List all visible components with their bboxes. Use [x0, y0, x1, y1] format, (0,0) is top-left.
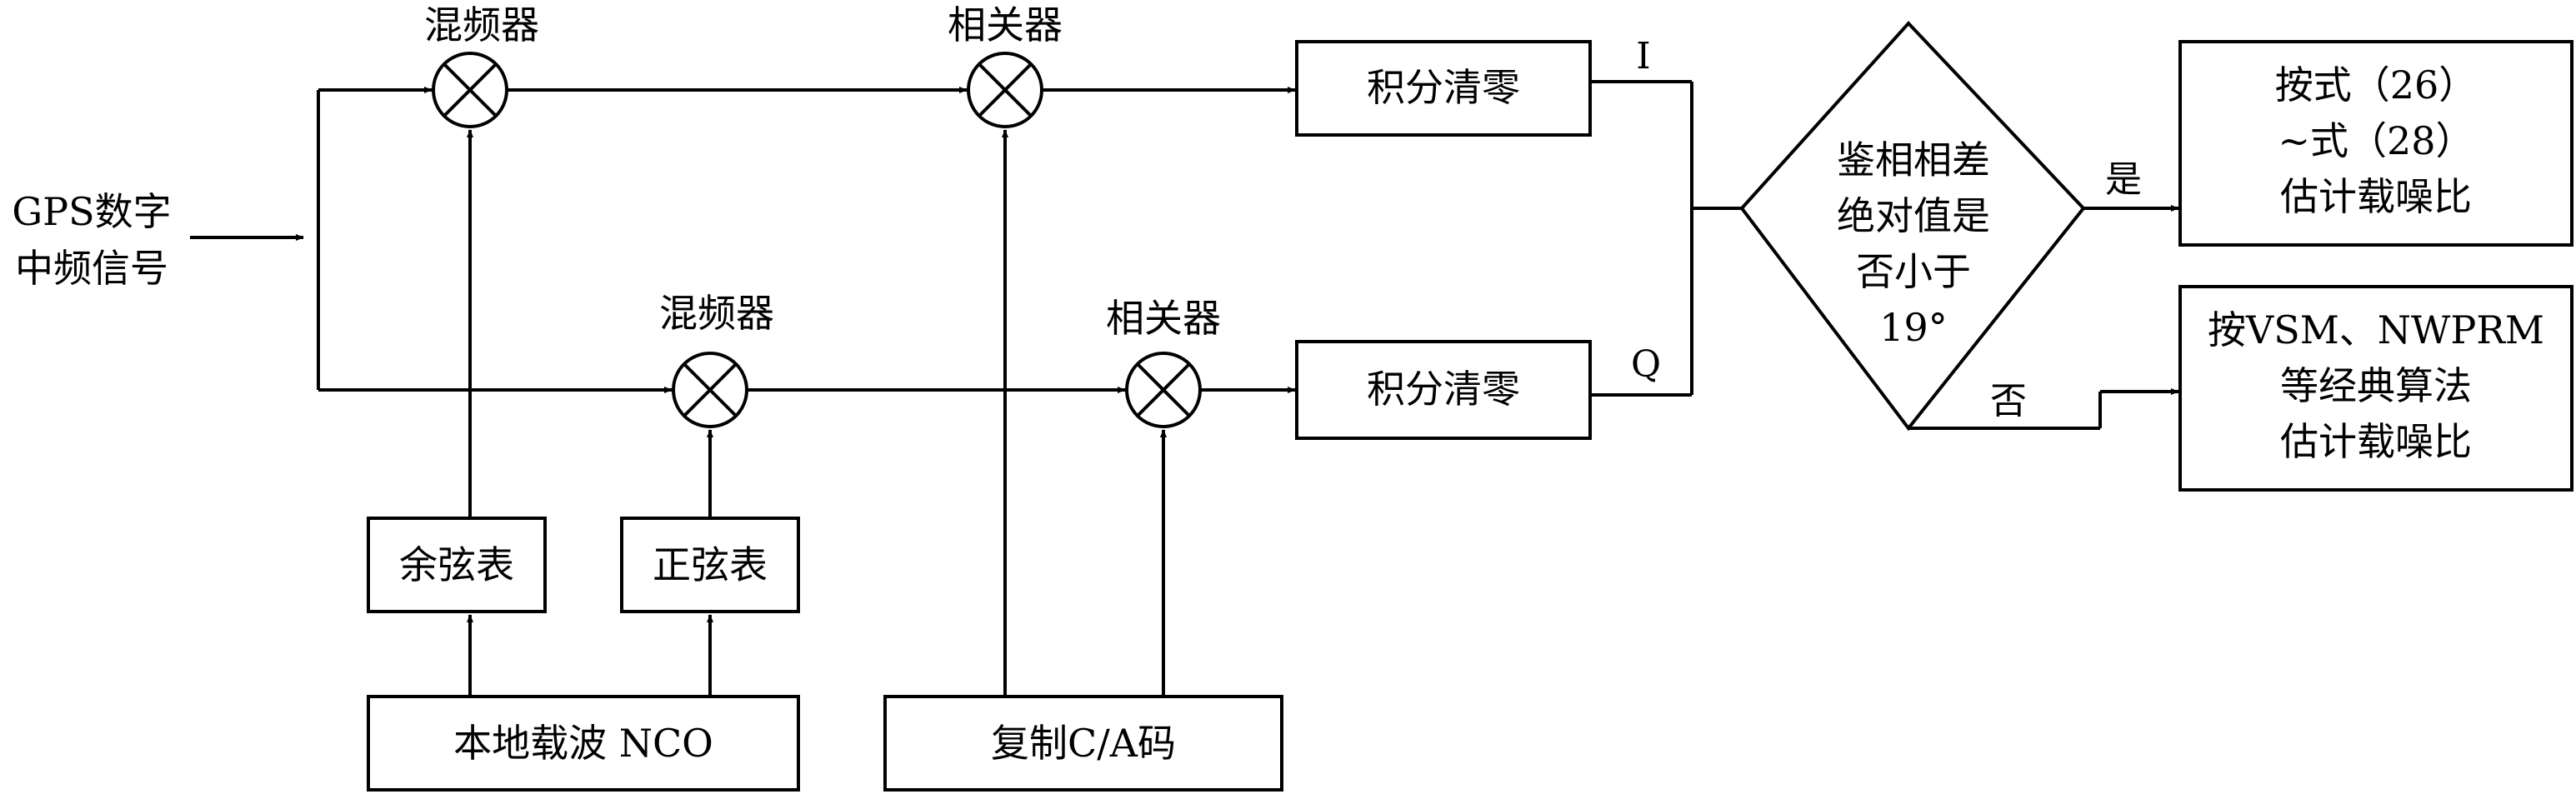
- result-no-line3: 估计载噪比: [2280, 419, 2472, 464]
- input-signal-label-line1: GPS数字: [12, 189, 171, 234]
- result-yes-box: [2178, 40, 2573, 247]
- sine-table-label: 正弦表: [653, 542, 768, 587]
- local-carrier-nco: 本地载波 NCO: [367, 695, 800, 792]
- correlator-top-label: 相关器: [948, 2, 1063, 47]
- mixer-top: 混频器: [424, 2, 539, 128]
- decision-text-line4: 19°: [1879, 305, 1948, 350]
- no-branch: 否: [1908, 380, 2179, 430]
- result-yes: 按式（26） ~式（28） 估计载噪比: [2178, 40, 2573, 247]
- decision-text-line3: 否小于: [1856, 249, 1971, 294]
- integrate-dump-top: 积分清零: [1295, 40, 1592, 137]
- cosine-table: 余弦表: [367, 517, 547, 613]
- local-carrier-nco-label: 本地载波 NCO: [453, 721, 713, 766]
- yes-label: 是: [2105, 158, 2142, 201]
- mixer-top-label: 混频器: [424, 2, 539, 47]
- local-carrier-nco-box: [367, 695, 800, 792]
- cosine-table-label: 余弦表: [399, 542, 514, 587]
- no-label: 否: [1990, 380, 2027, 422]
- integrate-dump-top-box: [1295, 40, 1592, 137]
- integrate-dump-bottom-box: [1295, 340, 1592, 440]
- channel-q-label: Q: [1631, 343, 1661, 386]
- result-no: 按VSM、NWPRM 等经典算法 估计载噪比: [2178, 285, 2573, 492]
- channel-i-label: I: [1636, 35, 1650, 77]
- result-no-box: [2178, 285, 2573, 492]
- integrate-dump-bottom-label: 积分清零: [1367, 367, 1520, 412]
- result-yes-line2: ~式（28）: [2278, 118, 2473, 163]
- result-yes-line3: 估计载噪比: [2280, 174, 2472, 219]
- input-signal-label-line2: 中频信号: [15, 246, 168, 291]
- replica-code: 复制C/A码: [883, 695, 1283, 792]
- decision-text-line2: 绝对值是: [1837, 193, 1990, 238]
- sine-table-box: [620, 517, 800, 613]
- replica-code-box: [883, 695, 1283, 792]
- integrate-dump-top-label: 积分清零: [1367, 65, 1520, 110]
- mixer-bottom-label: 混频器: [659, 291, 774, 336]
- iq-combiner: I Q: [1590, 35, 1742, 397]
- result-yes-line1: 按式（26）: [2275, 62, 2478, 107]
- sine-table: 正弦表: [620, 517, 800, 613]
- result-no-line1: 按VSM、NWPRM: [2208, 307, 2544, 352]
- correlator-top: 相关器: [948, 2, 1063, 128]
- decision-diamond: 鉴相相差 绝对值是 否小于 19°: [1739, 21, 2086, 432]
- result-no-line2: 等经典算法: [2280, 363, 2472, 408]
- mixer-bottom: 混频器: [659, 291, 774, 428]
- decision-text-line1: 鉴相相差: [1837, 137, 1990, 182]
- replica-code-label: 复制C/A码: [991, 721, 1176, 766]
- input-connectors: [190, 87, 673, 393]
- integrate-dump-bottom: 积分清零: [1295, 340, 1592, 440]
- correlator-bottom: 相关器: [1106, 296, 1221, 428]
- correlator-bottom-label: 相关器: [1106, 296, 1221, 341]
- cosine-table-box: [367, 517, 547, 613]
